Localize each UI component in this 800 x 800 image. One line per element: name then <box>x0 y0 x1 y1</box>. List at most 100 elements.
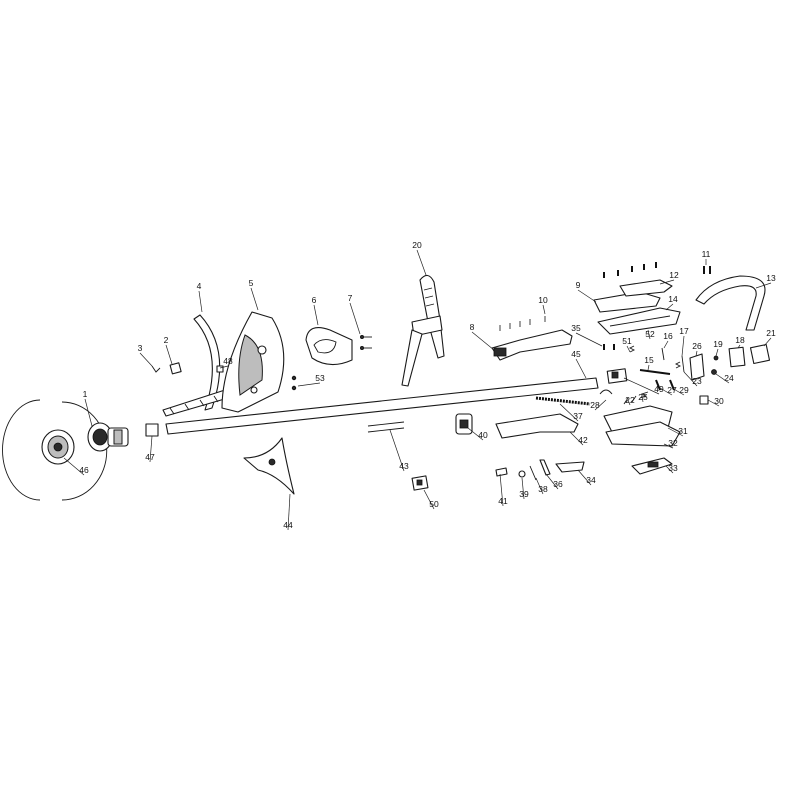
leader-line-30 <box>707 399 720 407</box>
part-44-blade-hub <box>268 458 276 466</box>
part-label-26: 26 <box>692 341 702 351</box>
part-42-lower-housing <box>495 413 579 439</box>
part-label-50: 50 <box>429 499 439 509</box>
part-label-21: 21 <box>766 328 776 338</box>
leader-line-35 <box>575 332 603 347</box>
leader-line-52 <box>647 329 651 340</box>
part-label-31: 31 <box>678 426 688 436</box>
leader-line-47 <box>149 435 153 463</box>
leader-line-15 <box>647 364 650 371</box>
leader-line-18 <box>737 344 741 349</box>
part-4-guard-arc <box>193 314 221 411</box>
part-label-37: 37 <box>573 411 583 421</box>
part-45-main-shaft <box>165 377 599 435</box>
part-32-lower-housing-cover <box>605 421 681 447</box>
leader-line-16 <box>663 340 669 349</box>
leader-line-14 <box>665 303 674 311</box>
leader-line-43 <box>389 429 405 472</box>
leader-line-32 <box>663 443 674 449</box>
part-label-30: 30 <box>714 396 724 406</box>
part-23-spring <box>674 361 682 369</box>
part-33-battery-latch <box>631 457 673 475</box>
part-label-13: 13 <box>766 273 776 283</box>
part-label-5: 5 <box>249 278 254 288</box>
leader-line-5 <box>250 287 259 311</box>
leader-line-24 <box>715 373 730 384</box>
part-label-35: 35 <box>571 323 581 333</box>
leader-line-6 <box>313 304 319 326</box>
leader-line-13 <box>755 282 772 289</box>
part-label-14: 14 <box>668 294 678 304</box>
part-label-19: 19 <box>713 339 723 349</box>
leader-line-38 <box>535 477 544 495</box>
part-16-pin <box>661 347 665 361</box>
leader-line-37 <box>559 403 579 422</box>
part-11-screws <box>603 262 711 278</box>
part-label-25: 25 <box>638 392 648 402</box>
leader-line-26 <box>695 350 698 357</box>
part-label-46: 46 <box>79 465 89 475</box>
leader-line-40 <box>467 427 484 441</box>
leader-line-1 <box>84 398 93 427</box>
part-label-17: 17 <box>679 326 689 336</box>
part-label-43: 43 <box>399 461 409 471</box>
part-37-drive-shaft <box>535 396 591 406</box>
leader-line-51 <box>626 345 631 353</box>
leader-line-53 <box>297 382 321 387</box>
part-label-11: 11 <box>702 249 711 259</box>
leader-line-10 <box>542 304 546 315</box>
part-36-lever <box>539 459 551 476</box>
part-25-spring <box>639 391 649 399</box>
part-label-34: 34 <box>586 475 596 485</box>
leader-line-23 <box>683 371 698 387</box>
part-8-housing-half <box>491 329 573 361</box>
part-21-terminal-block <box>749 343 771 365</box>
part-22-contact <box>623 395 637 405</box>
part-48-guard-plate <box>162 365 229 417</box>
part-label-28: 28 <box>590 400 600 410</box>
part-label-48: 48 <box>223 356 233 366</box>
part-50-clamp-block <box>411 475 429 491</box>
part-label-33: 33 <box>668 463 678 473</box>
leader-line-3 <box>139 352 153 367</box>
part-label-10: 10 <box>538 295 548 305</box>
part-19-screw <box>713 355 719 361</box>
part-44-three-tooth-blade <box>243 437 295 495</box>
part-52-housing-rib <box>609 315 671 327</box>
leader-line-34 <box>577 469 592 486</box>
leader-line-41 <box>499 473 504 507</box>
part-30-nut <box>699 395 709 405</box>
part-label-6: 6 <box>312 295 317 305</box>
part-28-clip <box>599 389 613 395</box>
leader-line-44 <box>287 493 291 531</box>
part-label-7: 7 <box>348 293 353 303</box>
part-46-trimmer-line-spool <box>2 399 108 501</box>
part-13-rear-handle <box>695 275 766 331</box>
part-7-screws <box>359 334 372 350</box>
leader-line-21 <box>763 337 772 347</box>
part-label-41: 41 <box>498 496 508 506</box>
part-26-bracket <box>689 353 705 381</box>
leader-line-27 <box>659 387 673 396</box>
leader-line-25 <box>641 395 644 403</box>
part-label-38: 38 <box>538 484 548 494</box>
part-41-clip <box>495 467 508 477</box>
part-label-44: 44 <box>283 520 293 530</box>
part-27-pin <box>655 379 661 391</box>
leader-line-50 <box>423 489 435 510</box>
part-label-1: 1 <box>83 389 88 399</box>
leader-line-46 <box>63 457 85 476</box>
leader-line-19 <box>715 348 719 357</box>
part-label-2: 2 <box>164 335 169 345</box>
part-label-40: 40 <box>478 430 488 440</box>
part-label-22: 22 <box>625 395 635 405</box>
part-38-pin <box>529 465 537 481</box>
part-label-52: 52 <box>645 329 655 339</box>
leader-line-22 <box>627 399 631 406</box>
part-49-switch-assembly <box>606 368 628 384</box>
part-label-23: 23 <box>692 376 702 386</box>
part-label-8: 8 <box>470 322 475 332</box>
part-label-53: 53 <box>315 373 325 383</box>
part-label-42: 42 <box>578 435 588 445</box>
